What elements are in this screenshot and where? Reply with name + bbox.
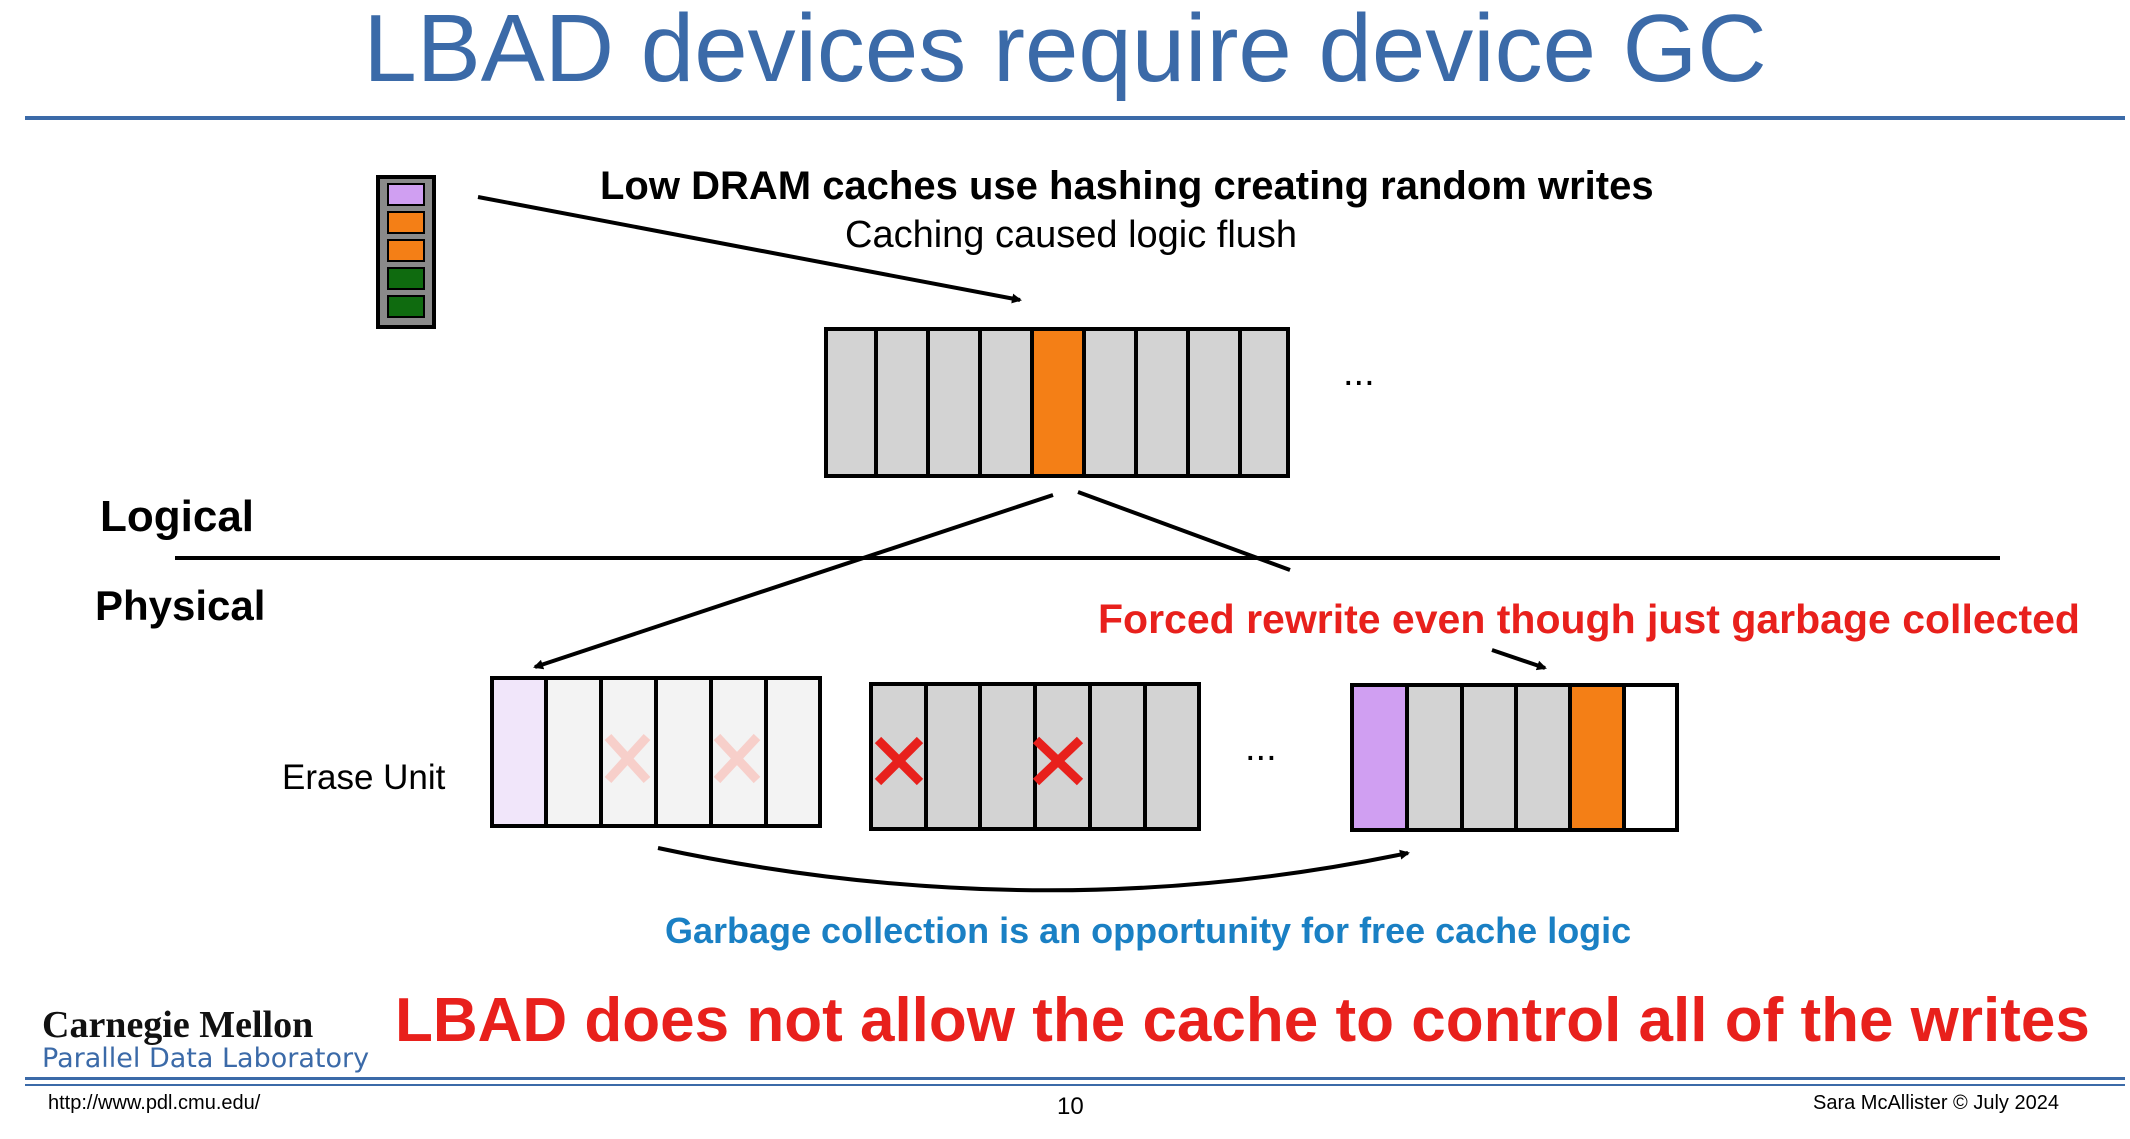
erase-unit-block-purple xyxy=(1350,683,1409,832)
logical-ellipsis: ... xyxy=(1343,352,1375,394)
logical-block xyxy=(978,327,1034,478)
erase-unit-block-free xyxy=(1622,683,1679,832)
arrow-cache-to-logical xyxy=(477,195,1022,304)
cache-slot-orange xyxy=(387,211,425,234)
erase-unit-block xyxy=(1514,683,1572,832)
arrow-logical-to-erase-unit-3-head xyxy=(1491,648,1547,671)
cache-slot-orange xyxy=(387,239,425,262)
erase-unit-block xyxy=(490,676,548,828)
erase-unit-1 xyxy=(490,676,822,828)
invalid-mark-faint xyxy=(604,733,651,784)
slide-title: LBAD devices require device GC xyxy=(363,0,1767,102)
arrow-logical-to-erase-unit-3-segment xyxy=(1077,490,1291,572)
invalid-mark-faint xyxy=(713,733,761,784)
forced-rewrite-note: Forced rewrite even though just garbage … xyxy=(1098,596,2080,642)
page-number: 10 xyxy=(1057,1093,1084,1120)
logical-block xyxy=(926,327,982,478)
logical-block-array xyxy=(824,327,1290,478)
logical-block xyxy=(824,327,878,478)
footer-author: Sara McAllister © July 2024 xyxy=(1813,1092,2059,1114)
erase-unit-block-orange xyxy=(1568,683,1626,832)
gc-opportunity-note: Garbage collection is an opportunity for… xyxy=(665,910,1632,951)
erase-unit-block xyxy=(1088,682,1147,831)
logical-block xyxy=(874,327,930,478)
title-underline xyxy=(25,116,2125,120)
erase-unit-2 xyxy=(869,682,1201,831)
invalid-mark xyxy=(1032,736,1084,786)
erase-unit-block xyxy=(764,676,822,828)
logical-block-flushed xyxy=(1030,327,1086,478)
erase-unit-label: Erase Unit xyxy=(282,758,446,797)
arrow-garbage-collection xyxy=(657,846,1410,893)
erase-unit-block xyxy=(1143,682,1201,831)
subheading-logic-flush: Caching caused logic flush xyxy=(845,214,1298,256)
physical-ellipsis: ... xyxy=(1245,727,1277,769)
footer-url[interactable]: http://www.pdl.cmu.edu/ xyxy=(48,1092,261,1114)
arrow-logical-to-erase-unit-1 xyxy=(533,493,1054,670)
logical-physical-divider xyxy=(175,556,2000,560)
erase-unit-block xyxy=(924,682,982,831)
logical-label: Logical xyxy=(100,492,255,541)
cache-slot-green xyxy=(387,295,425,318)
cache-stack xyxy=(376,175,436,329)
bottom-claim: LBAD does not allow the cache to control… xyxy=(395,986,2090,1055)
erase-unit-block xyxy=(654,676,713,828)
pdl-label: Parallel Data Laboratory xyxy=(42,1043,370,1074)
erase-unit-block xyxy=(1460,683,1518,832)
erase-unit-block xyxy=(1405,683,1464,832)
erase-unit-block xyxy=(978,682,1037,831)
heading-random-writes: Low DRAM caches use hashing creating ran… xyxy=(600,164,1654,208)
invalid-mark xyxy=(874,736,924,786)
footer-rule-thin xyxy=(25,1084,2125,1086)
logical-block xyxy=(1134,327,1190,478)
erase-unit-block xyxy=(544,676,603,828)
cache-slot-purple xyxy=(387,183,425,206)
logical-block xyxy=(1186,327,1242,478)
cmu-logo: Carnegie Mellon xyxy=(42,1004,314,1046)
footer-rule xyxy=(25,1077,2125,1080)
logical-block xyxy=(1238,327,1290,478)
physical-label: Physical xyxy=(95,582,266,629)
logical-block xyxy=(1082,327,1138,478)
cache-slot-green xyxy=(387,267,425,290)
erase-unit-3 xyxy=(1350,683,1679,832)
